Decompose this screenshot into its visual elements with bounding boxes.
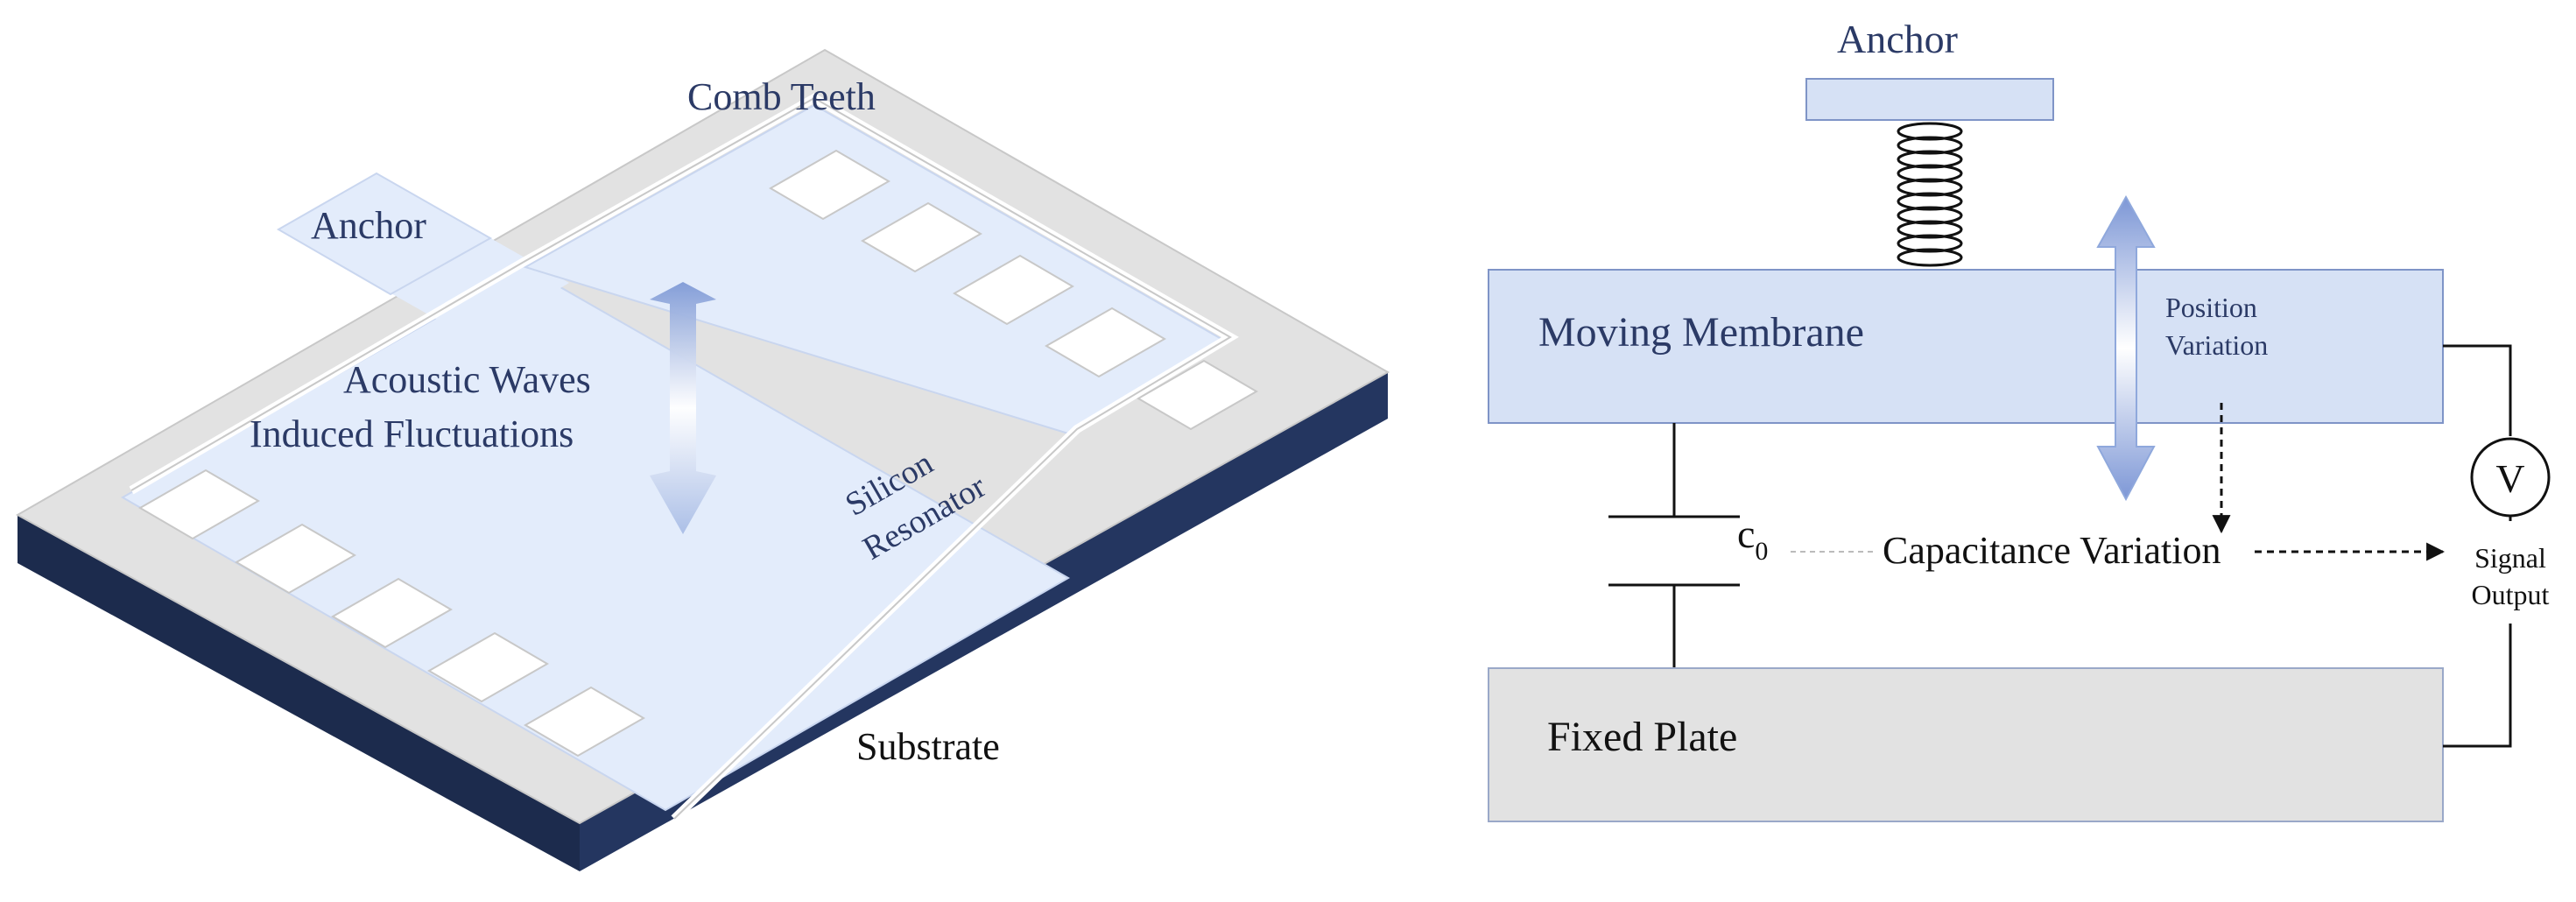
signal-to-plate-wire [2443, 624, 2512, 748]
upper-comb-teeth [769, 149, 1258, 431]
voltmeter-icon [2470, 437, 2551, 518]
substrate-front-face [18, 515, 580, 871]
acoustic-waves-label-line1: Acoustic Waves [343, 358, 591, 401]
signal-output-label-line1: Signal [2474, 542, 2546, 574]
position-variation-label-line2: Variation [2165, 329, 2268, 361]
moving-membrane [1488, 269, 2444, 424]
signal-output-label-line2: Output [2472, 579, 2550, 610]
acoustic-wave-arrow [650, 282, 716, 534]
moving-membrane-label: Moving Membrane [1538, 309, 1864, 356]
position-variation-label-line1: Position [2165, 292, 2257, 323]
fixed-plate-label: Fixed Plate [1547, 714, 1737, 760]
position-variation-arrow [2096, 194, 2156, 502]
fixed-plate [1488, 667, 2444, 822]
left-panel: Anchor Comb Teeth Acoustic Waves Induced… [15, 48, 1390, 871]
lower-comb-teeth [138, 469, 645, 758]
acoustic-waves-label-line2: Induced Fluctuations [250, 412, 574, 455]
comb-teeth-label: Comb Teeth [687, 75, 876, 118]
anchor-pad [276, 172, 493, 296]
left-anchor-label: Anchor [311, 204, 426, 247]
capacitor-c0-label: c0 [1737, 511, 1768, 566]
voltmeter-label: V [2495, 456, 2524, 501]
right-anchor-label: Anchor [1837, 17, 1958, 61]
right-panel: Anchor Moving Membrane Position Variatio… [1488, 17, 2551, 822]
capacitance-variation-label: Capacitance Variation [1883, 529, 2221, 572]
electrode-trace-edge [130, 96, 1232, 820]
membrane-to-voltmeter-wire [2443, 344, 2512, 436]
substrate-label: Substrate [856, 725, 1000, 768]
spring-coil [1897, 122, 1963, 267]
top-anchor-block [1805, 78, 2054, 121]
